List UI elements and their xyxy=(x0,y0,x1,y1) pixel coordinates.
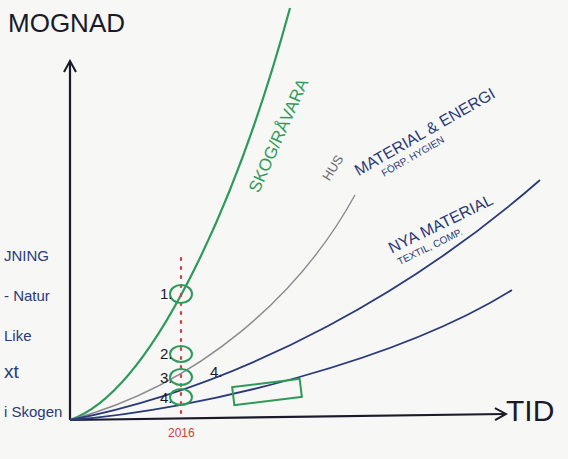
side-note: JNING xyxy=(4,248,49,263)
side-note: xt xyxy=(4,362,19,381)
marker-circle xyxy=(170,285,192,303)
curve-label: SKOG/RÅVARA xyxy=(246,76,311,195)
callout-number: 4. xyxy=(160,390,173,405)
axis-title: TID xyxy=(506,396,554,426)
callout-number: 2. xyxy=(160,346,173,361)
year-label: 2016 xyxy=(168,427,195,439)
marker-rect xyxy=(232,379,302,405)
house-curve xyxy=(70,195,355,420)
callout-number: 4. xyxy=(210,364,223,379)
curve-label: MATERIAL & ENERGI xyxy=(352,85,498,178)
side-note: i Skogen xyxy=(4,404,62,419)
y-axis xyxy=(69,62,71,420)
callout-number: 1. xyxy=(160,286,173,301)
side-note: Like xyxy=(4,328,32,343)
x-axis xyxy=(70,414,505,420)
forest-curve xyxy=(70,8,290,420)
marker-circle xyxy=(170,346,192,362)
callout-number: 3. xyxy=(160,370,173,385)
marker-circle xyxy=(170,369,192,385)
side-note: - Natur xyxy=(4,288,50,303)
curve-label: HUS xyxy=(320,153,346,183)
new-material-curve xyxy=(70,290,512,420)
marker-circle xyxy=(170,389,192,405)
material-curve xyxy=(70,180,540,420)
axis-title: MOGNAD xyxy=(8,10,125,36)
year-line xyxy=(180,258,182,418)
